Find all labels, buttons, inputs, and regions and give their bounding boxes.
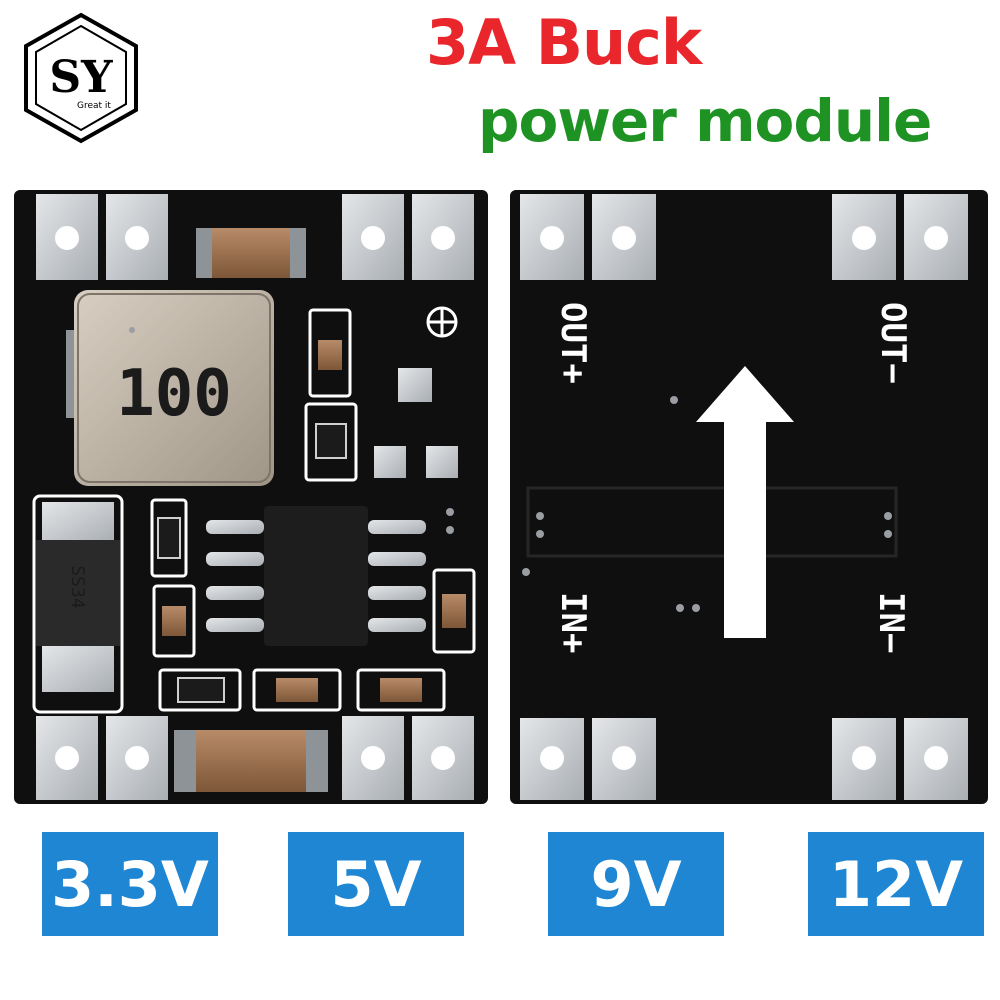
voltage-badge-9v: 9V xyxy=(548,832,724,936)
voltage-badge-3v3: 3.3V xyxy=(42,832,218,936)
resistor-label-1: 49E xyxy=(325,432,338,452)
logo-tagline: Great it xyxy=(77,101,111,111)
voltage-badge-12v: 12V xyxy=(808,832,984,936)
front-board-photo: 100 49E SS34 01C 79B xyxy=(14,190,488,804)
label-out-minus: OUT− xyxy=(873,302,913,384)
resistor-label-3: 79B xyxy=(190,684,212,698)
logo-mark: SY xyxy=(49,52,113,103)
diode-label: SS34 xyxy=(67,565,88,608)
label-out-plus: OUT+ xyxy=(553,302,593,384)
voltage-badge-5v: 5V xyxy=(288,832,464,936)
label-in-minus: IN− xyxy=(871,592,911,653)
back-board-photo: OUT+ OUT− IN+ IN− xyxy=(510,190,988,804)
resistor-label-2: 01C xyxy=(165,529,176,547)
inductor-label: 100 xyxy=(116,357,232,431)
title-line-2: power module xyxy=(478,87,932,155)
label-in-plus: IN+ xyxy=(553,592,593,653)
brand-logo: SY Great it xyxy=(24,12,138,144)
title-line-1: 3A Buck xyxy=(426,6,702,79)
